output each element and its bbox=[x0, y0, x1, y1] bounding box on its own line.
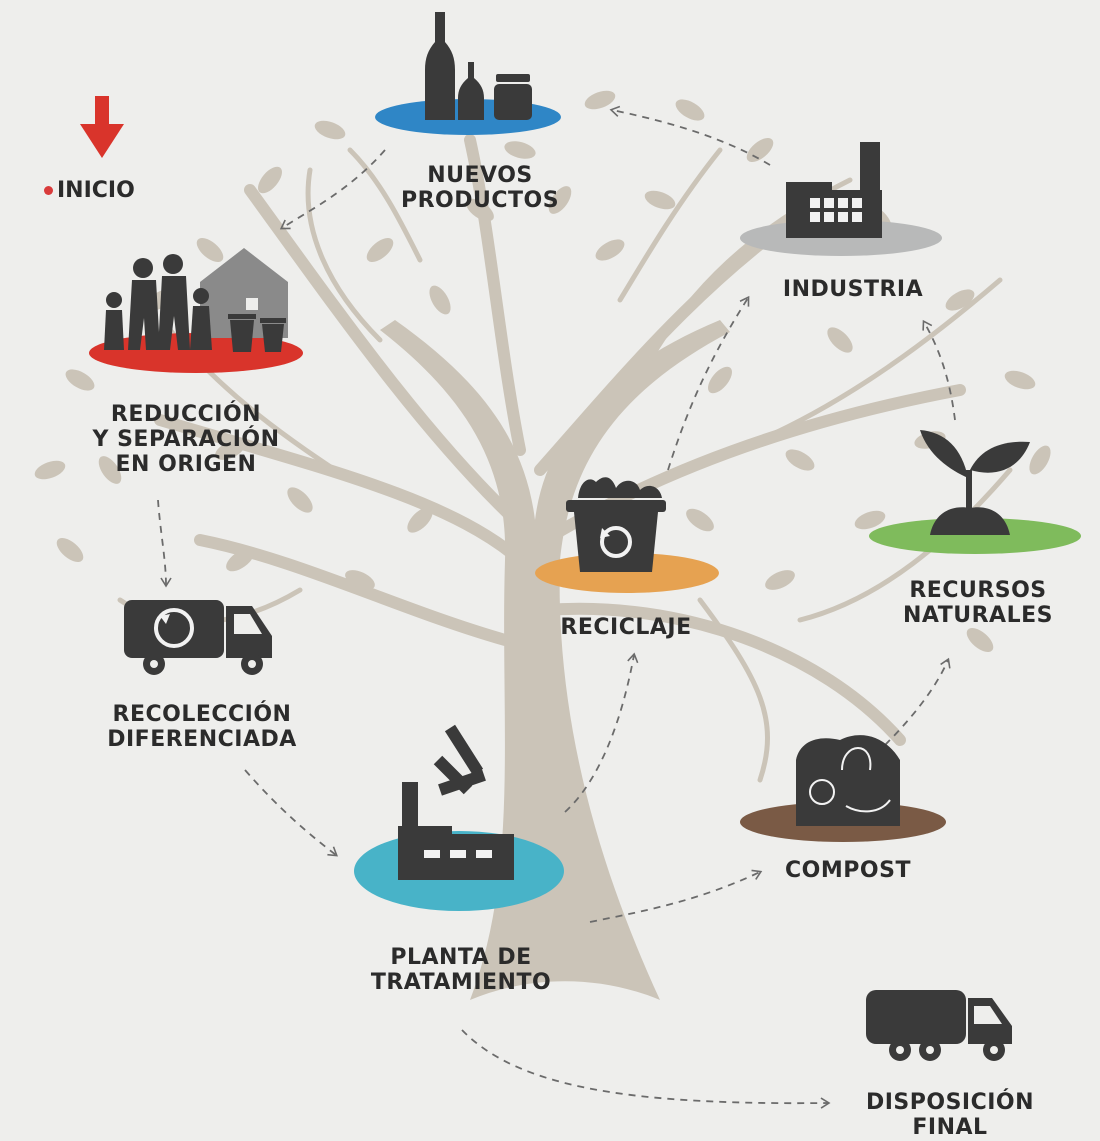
treatment-plant-icon bbox=[398, 782, 514, 880]
arrow-recursos-to-industria bbox=[922, 319, 956, 421]
sprout-icon bbox=[920, 430, 1030, 535]
arrow-recoleccion-to-planta bbox=[244, 769, 338, 857]
label-line: RECURSOS bbox=[909, 578, 1047, 603]
bottles-jar-icon bbox=[425, 12, 532, 120]
label-nuevos-productos: NUEVOS PRODUCTOS bbox=[401, 163, 559, 213]
compost-bin-icon bbox=[796, 735, 900, 826]
node-industria bbox=[740, 142, 942, 256]
arrow-planta-to-disposicion bbox=[461, 1029, 831, 1109]
arrow-reduccion-to-recoleccion bbox=[157, 499, 172, 588]
label-line: REDUCCIÓN bbox=[110, 402, 262, 427]
label-reciclaje: RECICLAJE bbox=[560, 615, 691, 640]
arrow-industria-to-nuevos bbox=[609, 105, 771, 166]
label-recoleccion: RECOLECCIÓN DIFERENCIADA bbox=[107, 702, 297, 752]
recycle-bin-icon bbox=[566, 477, 666, 572]
label-line: COMPOST bbox=[785, 858, 911, 883]
label-line: RECICLAJE bbox=[560, 615, 692, 640]
node-reciclaje bbox=[535, 477, 719, 593]
start-label: INICIO bbox=[44, 178, 135, 203]
arrow-nuevos-to-reduccion bbox=[279, 149, 386, 230]
label-line: EN ORIGEN bbox=[115, 452, 257, 477]
garbage-truck-icon bbox=[866, 990, 1012, 1061]
flow-arrows bbox=[157, 105, 956, 1109]
node-recursos bbox=[869, 430, 1081, 554]
node-compost bbox=[740, 735, 946, 842]
label-line: Y SEPARACIÓN bbox=[92, 427, 280, 452]
label-industria: INDUSTRIA bbox=[783, 277, 923, 302]
recycle-symbol-icon bbox=[433, 724, 486, 796]
start-arrow-icon bbox=[80, 96, 124, 158]
label-line: DIFERENCIADA bbox=[107, 727, 297, 752]
node-recoleccion bbox=[124, 600, 272, 675]
node-nuevos-productos bbox=[375, 12, 561, 135]
label-line: NATURALES bbox=[903, 603, 1053, 628]
label-line: FINAL bbox=[912, 1115, 988, 1140]
label-line: DISPOSICIÓN bbox=[865, 1090, 1035, 1115]
arrow-planta-to-reciclaje bbox=[564, 652, 639, 813]
factory-icon bbox=[786, 142, 882, 238]
label-line: PLANTA DE bbox=[390, 945, 532, 970]
recycling-truck-icon bbox=[124, 600, 272, 675]
node-planta bbox=[354, 724, 564, 911]
label-disposicion: DISPOSICIÓN FINAL bbox=[866, 1090, 1034, 1140]
label-planta: PLANTA DE TRATAMIENTO bbox=[371, 945, 551, 995]
start-dot-icon bbox=[44, 186, 53, 195]
label-compost: COMPOST bbox=[785, 858, 911, 883]
family-house-bins-icon bbox=[104, 248, 288, 352]
recursos-disc bbox=[869, 518, 1081, 554]
label-line: PRODUCTOS bbox=[400, 188, 560, 213]
label-line: NUEVOS bbox=[427, 163, 533, 188]
node-reduccion bbox=[89, 248, 303, 373]
node-disposicion bbox=[866, 990, 1012, 1061]
label-line: TRATAMIENTO bbox=[370, 970, 552, 995]
label-line: INDUSTRIA bbox=[782, 277, 924, 302]
start-label-text: INICIO bbox=[57, 178, 135, 203]
label-reduccion: REDUCCIÓN Y SEPARACIÓN EN ORIGEN bbox=[92, 402, 279, 477]
label-recursos: RECURSOS NATURALES bbox=[903, 578, 1053, 628]
label-line: RECOLECCIÓN bbox=[112, 702, 292, 727]
arrow-compost-to-recursos bbox=[884, 657, 951, 746]
